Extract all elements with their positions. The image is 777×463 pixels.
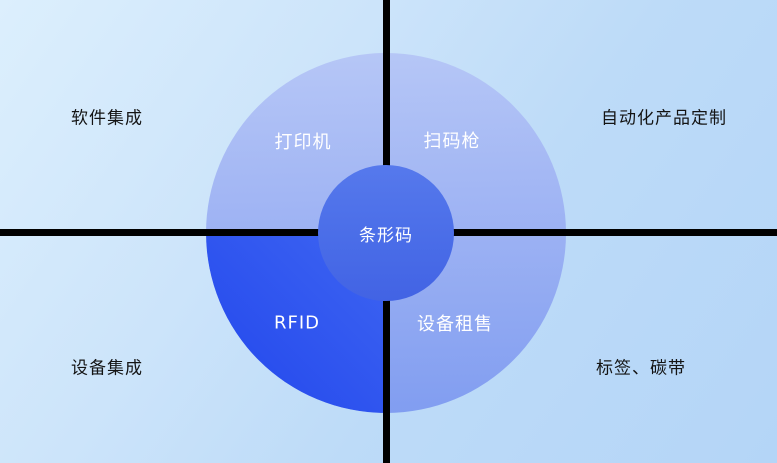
- center-circle: 条形码: [318, 165, 454, 301]
- inner-label-rental: 设备租售: [417, 314, 493, 335]
- outer-label-bottom-left: 设备集成: [71, 358, 143, 379]
- inner-label-printer: 打印机: [274, 132, 332, 153]
- inner-label-rfid: RFID: [273, 312, 321, 334]
- outer-label-top-left: 软件集成: [71, 108, 143, 129]
- center-label: 条形码: [359, 225, 413, 246]
- outer-label-top-right: 自动化产品定制: [601, 108, 727, 129]
- inner-label-scanner: 扫码枪: [423, 131, 481, 152]
- outer-label-bottom-right: 标签、碳带: [596, 358, 686, 379]
